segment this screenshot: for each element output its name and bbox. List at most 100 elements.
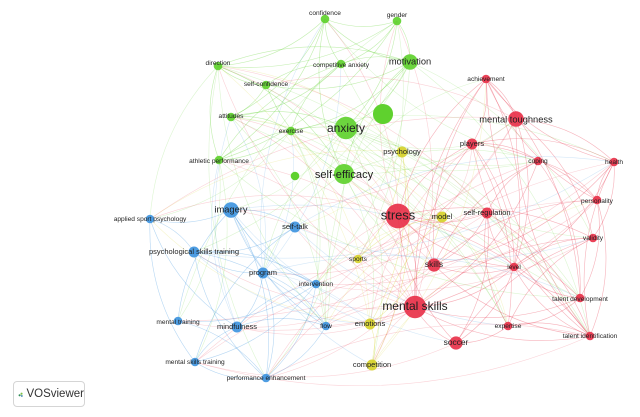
edge-self-talk-psychological-skills-training [193,226,296,254]
node-self-efficacy[interactable] [333,163,355,185]
edge-talent-identification-performance-enhancement [265,323,591,379]
edge-mindfulness-flow [236,318,327,328]
node-psychological-skills-training[interactable] [188,246,200,258]
edge-personality-mental-skills-training [194,199,598,363]
edge-self-regulation-soccer [455,212,489,344]
label-imagery: imagery [214,204,247,214]
edge-health-level [513,161,615,268]
node-gender[interactable] [392,16,402,26]
node-competition[interactable] [366,359,378,371]
node-talent-development[interactable] [575,293,585,303]
node-self-talk[interactable] [289,221,301,233]
edge-stress-validity [397,207,594,239]
node-athletic-performance[interactable] [214,155,224,165]
node-mental-skills-training[interactable] [190,357,200,367]
node-performance-enhancement[interactable] [261,373,271,383]
node-achievement[interactable] [481,74,491,84]
edge-flow-performance-enhancement [265,325,327,379]
edge-direction-self-confidence [217,65,267,86]
node-confidence[interactable] [320,14,330,24]
node-personality[interactable] [592,195,602,205]
edge-validity-self-talk [294,226,594,260]
edge-gender-anxiety [345,20,398,129]
label-exercise: exercise [279,128,304,135]
node-talent-identification[interactable] [585,331,595,341]
node-flow[interactable] [321,321,331,331]
edge-health-talent-identification [583,161,615,337]
node-psychology[interactable] [396,146,408,158]
edge-self-efficacy-mental-toughness [343,118,517,175]
node-anxiety[interactable] [334,116,358,140]
edge-psychological-skills-training-emotions [193,251,371,325]
edge-attitudes-program [230,116,266,274]
edge-confidence-self-efficacy [318,18,345,175]
node-skills[interactable] [427,258,441,272]
edge-talent-identification-mental-skills-training [194,335,591,386]
node-stress[interactable] [385,203,411,229]
node-players[interactable] [466,138,478,150]
edge-achievement-players [471,78,488,145]
node-emotions[interactable] [364,318,376,330]
edge-imagery-flow [230,209,327,327]
edge-mental-toughness-level [513,118,529,268]
edge-expertise-talent-identification [507,322,591,337]
edge-imagery-competition [230,209,373,366]
label-mental-skills-training: mental skills training [165,359,225,366]
label-model: model [432,212,453,221]
edge-applied-sport-psychology-imagery [149,209,232,223]
edge-attitudes-exercise [230,116,292,132]
edge-applied-sport-psychology-mental-skills-training [149,218,196,363]
node-competitive-anxiety[interactable] [336,59,346,69]
edge-anxiety-flow [316,127,347,327]
node-motivation[interactable] [402,54,418,70]
edge-anxiety-validity [345,127,594,239]
node-mindfulness[interactable] [231,321,243,333]
node-mental-skills[interactable] [403,295,427,319]
node-self-regulation[interactable] [481,207,493,219]
node-model[interactable] [436,211,448,223]
node-self-confidence[interactable] [261,80,271,90]
edge-achievement-competition [371,78,487,366]
edge-athletic-performance-mental-skills [218,159,416,308]
edge-talent-development-program [262,255,581,299]
node-attitudes[interactable] [226,112,236,122]
node-direction[interactable] [213,61,223,71]
edge-mental-toughness-talent-identification [515,118,591,337]
node-coping[interactable] [533,156,543,166]
edge-players-level [471,143,515,268]
label-motivation: motivation [389,56,431,66]
edge-self-efficacy-coping [343,149,539,175]
edge-direction-stress [217,65,399,217]
label-skills: skills [425,259,443,269]
node-validity[interactable] [588,233,598,243]
node-mental-toughness[interactable] [508,111,524,127]
node-level[interactable] [509,262,519,272]
edge-motivation-self-confidence [265,61,411,90]
edge-validity-expertise [507,237,594,327]
edge-athletic-performance-mental-training [177,159,221,322]
edge-anxiety-level [345,127,515,268]
node-mental-training[interactable] [173,316,183,326]
edge-skills-level [433,264,515,274]
label-program: program [249,268,277,277]
edge-anxiety-coping [345,127,539,167]
node-sports[interactable] [353,254,363,264]
edge-psychological-skills-training-intervention [193,250,317,285]
node-unlabeled-1[interactable] [290,171,300,181]
node-intervention[interactable] [311,279,321,289]
node-program[interactable] [257,267,269,279]
label-confidence: confidence [309,10,341,17]
node-applied-sport-psychology[interactable] [145,214,155,224]
node-imagery[interactable] [223,202,239,218]
node-exercise[interactable] [286,126,296,136]
edge-mental-toughness-applied-sport-psychology [149,116,517,220]
node-health[interactable] [609,157,619,167]
edge-achievement-personality [485,78,598,201]
node-expertise[interactable] [503,321,513,331]
node-unlabeled-0[interactable] [372,103,394,125]
node-soccer[interactable] [449,336,463,350]
edge-competitive-anxiety-attitudes [230,63,342,118]
vosviewer-brand-name: VOSviewer [26,388,84,400]
